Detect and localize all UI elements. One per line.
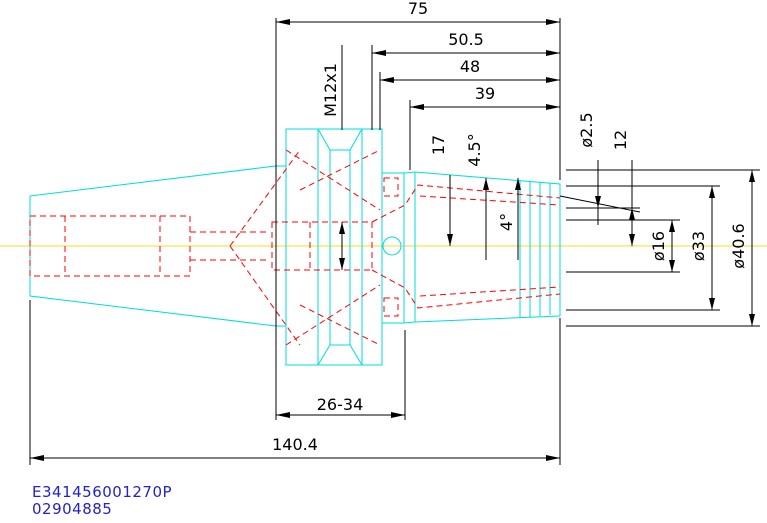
dimension-lines [29, 18, 760, 465]
dim-17: 17 [429, 135, 448, 155]
dim-50-5: 50.5 [448, 30, 484, 49]
hidden-lines [29, 149, 561, 346]
dim-39: 39 [475, 84, 495, 103]
dim-dia-33: ø33 [689, 231, 708, 261]
dim-m12x1: M12x1 [321, 63, 340, 117]
serial-number: 02904885 [32, 500, 113, 518]
flange-outline [285, 128, 383, 366]
dim-dia-2-5: ø2.5 [577, 112, 596, 147]
dim-12: 12 [611, 130, 630, 150]
pin-hole [382, 236, 402, 256]
dim-dia-40-6: ø40.6 [729, 223, 748, 268]
dim-dia-16: ø16 [649, 231, 668, 261]
dim-48: 48 [460, 57, 480, 76]
dim-75: 75 [408, 0, 428, 18]
collet-nose-outline [403, 171, 561, 324]
dim-angle-4-5: 4.5° [465, 133, 484, 166]
dim-140-4: 140.4 [272, 435, 318, 454]
part-number: E341456001270P [32, 483, 173, 501]
dimension-labels: 75 50.5 48 39 26-34 140.4 M12x1 17 4.5° … [272, 0, 748, 454]
dim-26-34: 26-34 [317, 395, 364, 414]
dim-angle-4: 4° [497, 213, 516, 231]
tool-outline [29, 128, 561, 366]
